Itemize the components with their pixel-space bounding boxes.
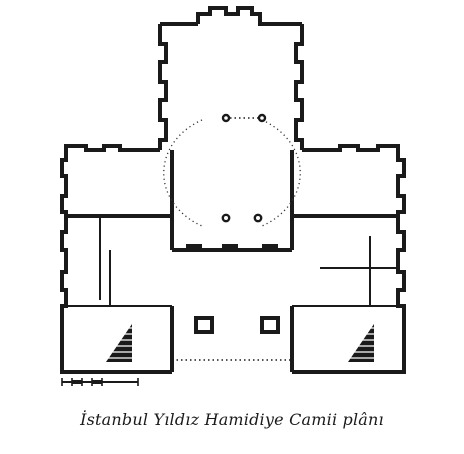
right-wing-walls <box>290 144 406 374</box>
plan-caption: İstanbul Yıldız Hamidiye Camii plânı <box>80 410 384 429</box>
dome-piers <box>221 113 267 223</box>
central-hall-walls <box>158 24 304 250</box>
dome-outline <box>163 117 301 227</box>
mihrab-projection <box>160 6 302 26</box>
scale-bar <box>61 378 139 386</box>
left-wing-walls <box>60 144 174 374</box>
left-staircase <box>106 324 132 362</box>
staircase-symbol <box>106 324 374 362</box>
right-staircase <box>348 324 374 362</box>
lower-hall-elements <box>172 244 292 361</box>
